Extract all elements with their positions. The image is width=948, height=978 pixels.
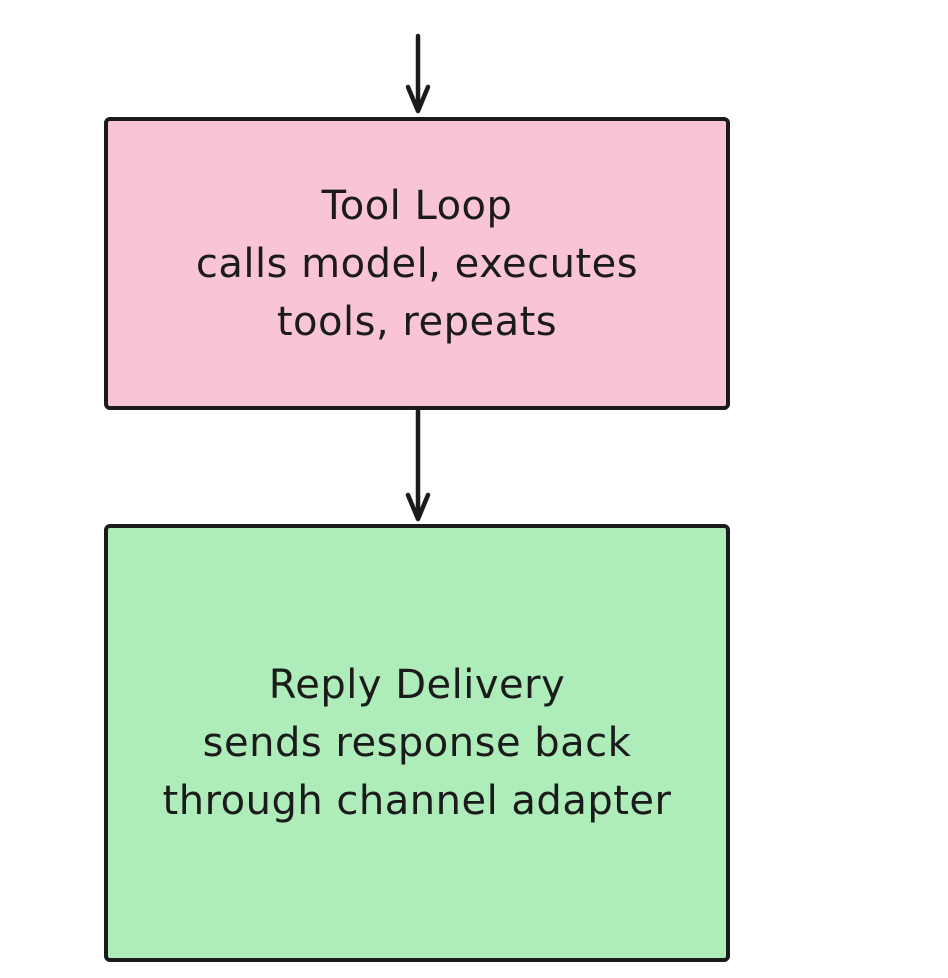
node-tool-loop-description-line: tools, repeats	[276, 298, 558, 345]
tool-loop-to-reply-delivery-arrow-icon	[405, 408, 431, 522]
node-reply-delivery-title: Reply Delivery	[268, 662, 566, 708]
node-tool-loop: Tool Loop calls model, executes tools, r…	[104, 117, 730, 410]
node-reply-delivery: Reply Delivery sends response back throu…	[104, 524, 730, 962]
node-reply-delivery-description-line: sends response back	[202, 720, 632, 766]
node-tool-loop-description-line: calls model, executes	[195, 240, 639, 287]
node-reply-delivery-description-line: through channel adapter	[162, 778, 672, 824]
node-tool-loop-title: Tool Loop	[321, 182, 513, 229]
incoming-down-arrow-icon	[405, 33, 431, 114]
